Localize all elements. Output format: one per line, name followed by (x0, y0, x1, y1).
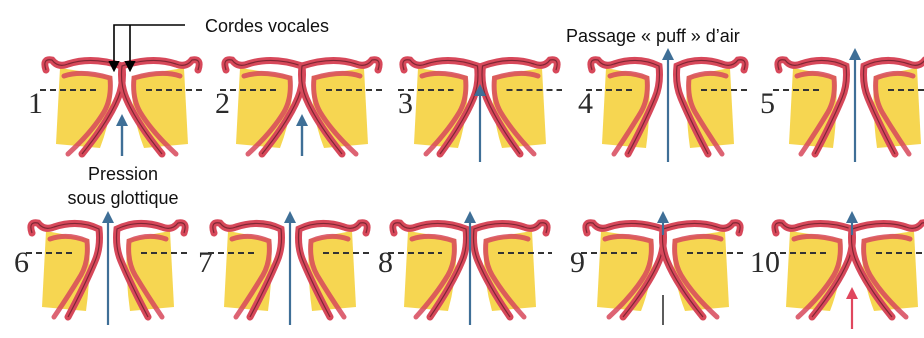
phase-number: 3 (398, 87, 413, 120)
phase-number: 8 (378, 246, 393, 279)
phase-number: 4 (578, 87, 593, 120)
phase-panel: 2 (215, 60, 384, 156)
phase-panel: 1 (28, 60, 204, 156)
pressure-arrow-head (846, 287, 858, 299)
air-puff-arrow-head (657, 211, 669, 223)
phase-panel: 9 (570, 211, 745, 325)
phase-number: 9 (570, 246, 585, 279)
vocal-cords-label: Cordes vocales (205, 16, 329, 36)
air-puff-arrow-head (849, 48, 861, 60)
phase-number: 6 (14, 246, 29, 279)
phase-panel: 3 (398, 60, 562, 162)
phase-number: 7 (198, 246, 213, 279)
phase-panel: 6 (14, 211, 190, 325)
phase-panel: 10 (750, 211, 924, 329)
air-puff-arrow-head (846, 211, 858, 223)
air-puff-arrow-head (102, 211, 114, 223)
air-puff-label: Passage « puff » d’air (566, 26, 740, 46)
phase-number: 10 (750, 246, 780, 279)
phase-panel: 7 (198, 211, 372, 325)
phase-panel: 8 (378, 211, 552, 325)
air-puff-arrow-head (464, 211, 476, 223)
phase-number: 2 (215, 87, 230, 120)
phase-panel: 4 (578, 48, 750, 162)
phase-number: 1 (28, 87, 43, 120)
subglottic-pressure-label-line1: Pression (88, 164, 158, 184)
phase-number: 5 (760, 87, 775, 120)
air-puff-arrow-head (284, 211, 296, 223)
phase-panel: 5 (760, 48, 924, 162)
pressure-arrow-head (116, 114, 128, 126)
pressure-arrow-head (296, 114, 308, 126)
air-puff-arrow-head (662, 48, 674, 60)
subglottic-pressure-label-line2: sous glottique (67, 188, 178, 208)
